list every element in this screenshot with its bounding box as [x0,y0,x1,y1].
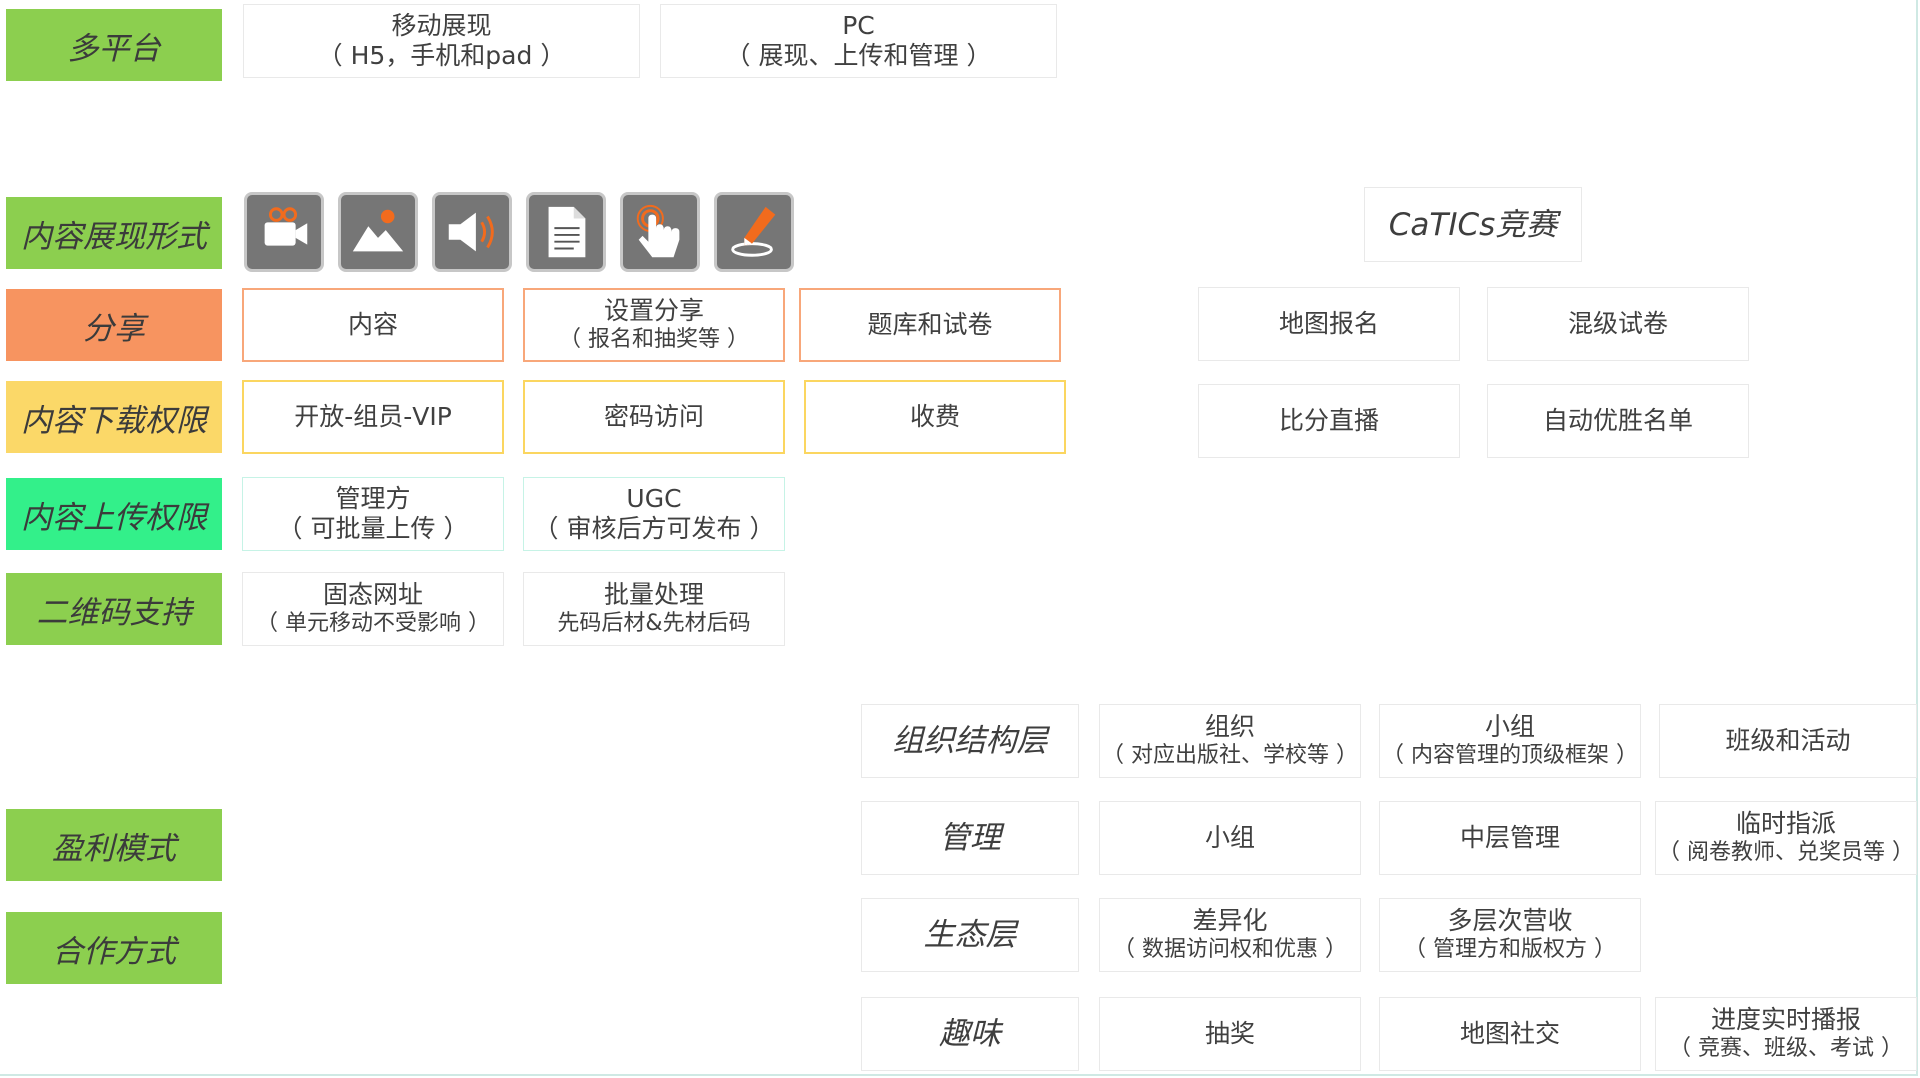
platform-mobile-box: 移动展现 （ H5，手机和pad ） [243,4,640,78]
catics-map-signup-text: 地图报名 [1278,309,1379,338]
eco-diff-box: 差异化 （ 数据访问权和优惠 ） [1099,898,1361,972]
pen-sign-icon [714,192,794,272]
manage-middle-box: 中层管理 [1379,801,1641,875]
org-group-title: 小组 [1484,712,1535,741]
qr-static-sub: （ 单元移动不受影响 ） [256,611,490,636]
org-layer-box: 组织结构层 [861,704,1079,778]
share-content-box: 内容 [242,288,504,362]
catics-mixed-papers-text: 混级试卷 [1567,309,1668,338]
catics-live-score-box: 比分直播 [1198,384,1460,458]
download-password-text: 密码访问 [603,402,704,431]
eco-multi-title: 多层次营收 [1447,906,1573,935]
share-question-bank-text: 题库和试卷 [867,310,993,339]
eco-multi-sub: （ 管理方和版权方 ） [1404,937,1616,962]
image-icon [338,192,418,272]
fun-map-social-box: 地图社交 [1379,997,1641,1071]
manage-temp-sub: （ 阅卷教师、兑奖员等 ） [1658,840,1914,865]
touch-hand-icon [620,192,700,272]
upload-ugc-sub: （ 审核后方可发布 ） [533,514,775,543]
fun-progress-title: 进度实时播报 [1710,1005,1861,1034]
platform-mobile-sub: （ H5，手机和pad ） [317,41,566,70]
upload-ugc-title: UGC [626,484,682,513]
document-icon [526,192,606,272]
download-password-box: 密码访问 [523,380,785,454]
video-camera-icon [244,192,324,272]
manage-group-text: 小组 [1204,823,1255,852]
org-class-activity-box: 班级和活动 [1659,704,1917,778]
platform-pc-box: PC （ 展现、上传和管理 ） [660,4,1057,78]
share-settings-sub: （ 报名和抽奖等 ） [559,327,749,352]
fun-progress-box: 进度实时播报 （ 竞赛、班级、考试 ） [1655,997,1917,1071]
eco-diff-title: 差异化 [1192,906,1268,935]
catics-live-score-text: 比分直播 [1278,406,1379,435]
catics-title: CaTICs竞赛 [1388,206,1558,243]
eco-title: 生态层 [923,917,1017,953]
platform-pc-sub: （ 展现、上传和管理 ） [725,41,992,70]
share-settings-title: 设置分享 [603,296,704,325]
org-group-sub: （ 内容管理的顶级框架 ） [1382,743,1638,768]
label-download-permission: 内容下载权限 [6,381,222,453]
org-org-sub: （ 对应出版社、学校等 ） [1102,743,1358,768]
share-content-text: 内容 [347,310,398,339]
catics-map-signup-box: 地图报名 [1198,287,1460,361]
manage-middle-text: 中层管理 [1459,823,1560,852]
fun-title: 趣味 [939,1016,1001,1052]
label-qr-support: 二维码支持 [6,573,222,645]
manage-temp-title: 临时指派 [1735,809,1836,838]
download-open-text: 开放-组员-VIP [294,402,452,431]
platform-mobile-title: 移动展现 [391,11,492,40]
catics-title-box: CaTICs竞赛 [1364,187,1582,262]
org-org-title: 组织 [1204,712,1255,741]
org-group-box: 小组 （ 内容管理的顶级框架 ） [1379,704,1641,778]
catics-mixed-papers-box: 混级试卷 [1487,287,1749,361]
qr-batch-box: 批量处理 先码后材&先材后码 [523,572,785,646]
catics-auto-winners-text: 自动优胜名单 [1542,406,1693,435]
manage-title: 管理 [939,820,1001,856]
fun-box: 趣味 [861,997,1079,1071]
platform-pc-title: PC [842,11,875,40]
audio-speaker-icon [432,192,512,272]
label-multi-platform: 多平台 [6,9,222,81]
org-layer-title: 组织结构层 [892,723,1048,759]
org-class-activity-text: 班级和活动 [1725,726,1851,755]
manage-group-box: 小组 [1099,801,1361,875]
manage-box: 管理 [861,801,1079,875]
label-content-form: 内容展现形式 [6,197,222,269]
label-cooperation: 合作方式 [6,912,222,984]
label-share: 分享 [6,289,222,361]
manage-temp-box: 临时指派 （ 阅卷教师、兑奖员等 ） [1655,801,1917,875]
upload-admin-box: 管理方 （ 可批量上传 ） [242,477,504,551]
qr-batch-sub: 先码后材&先材后码 [557,611,751,636]
eco-box: 生态层 [861,898,1079,972]
download-open-box: 开放-组员-VIP [242,380,504,454]
download-charge-box: 收费 [804,380,1066,454]
fun-lottery-box: 抽奖 [1099,997,1361,1071]
upload-ugc-box: UGC （ 审核后方可发布 ） [523,477,785,551]
share-settings-box: 设置分享 （ 报名和抽奖等 ） [523,288,785,362]
fun-progress-sub: （ 竞赛、班级、考试 ） [1669,1036,1903,1061]
qr-batch-title: 批量处理 [603,580,704,609]
upload-admin-title: 管理方 [335,484,411,513]
qr-static-title: 固态网址 [322,580,423,609]
label-profit-model: 盈利模式 [6,809,222,881]
download-charge-text: 收费 [909,402,960,431]
upload-admin-sub: （ 可批量上传 ） [277,514,469,543]
fun-lottery-text: 抽奖 [1204,1019,1255,1048]
org-org-box: 组织 （ 对应出版社、学校等 ） [1099,704,1361,778]
label-upload-permission: 内容上传权限 [6,478,222,550]
share-question-bank-box: 题库和试卷 [799,288,1061,362]
fun-map-social-text: 地图社交 [1459,1019,1560,1048]
eco-diff-sub: （ 数据访问权和优惠 ） [1113,937,1347,962]
qr-static-box: 固态网址 （ 单元移动不受影响 ） [242,572,504,646]
catics-auto-winners-box: 自动优胜名单 [1487,384,1749,458]
eco-multi-box: 多层次营收 （ 管理方和版权方 ） [1379,898,1641,972]
